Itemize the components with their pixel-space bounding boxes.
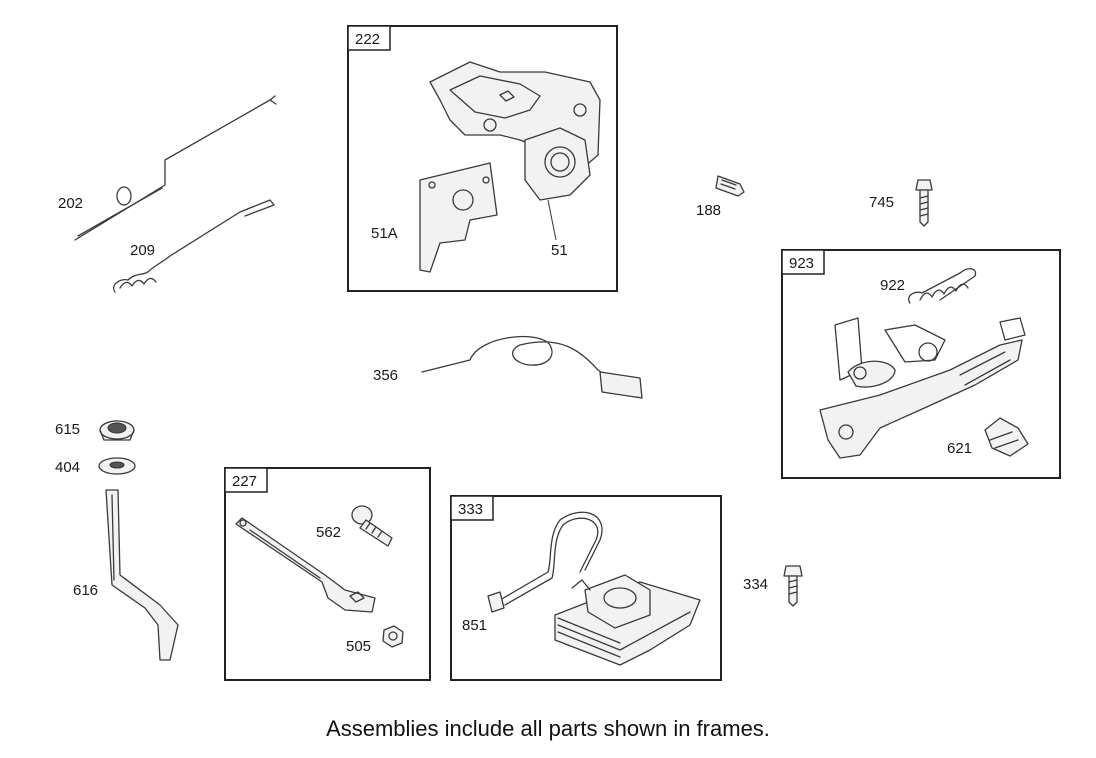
label-404: 404: [55, 459, 80, 476]
footer-note: Assemblies include all parts shown in fr…: [326, 716, 770, 741]
spring-922: [908, 268, 977, 304]
label-51a: 51A: [371, 225, 398, 242]
frame-333: 333 851: [450, 495, 722, 681]
label-851: 851: [462, 617, 487, 634]
label-209: 209: [130, 242, 155, 259]
frame-222: 222 51A 51: [347, 25, 618, 292]
nut-505: [382, 625, 404, 648]
ignition-armature: [487, 511, 701, 666]
bolt-334: 334: [743, 565, 803, 607]
label-334: 334: [743, 576, 768, 593]
label-505: 505: [346, 638, 371, 655]
bracket-part: [429, 61, 601, 201]
nut-615: 615: [55, 420, 135, 441]
frame-227: 227 562 505: [224, 467, 431, 681]
frame-222-tag: 222: [355, 31, 380, 48]
throttle-plate: [235, 517, 376, 613]
ground-wire-356: 356: [373, 335, 643, 399]
frame-923-tag: 923: [789, 255, 814, 272]
frame-923: 923 922 621: [781, 249, 1061, 479]
frame-333-tag: 333: [458, 501, 483, 518]
label-51: 51: [551, 242, 568, 259]
label-188: 188: [696, 202, 721, 219]
label-745: 745: [869, 194, 894, 211]
spring-209: 209: [113, 199, 275, 293]
label-616: 616: [73, 582, 98, 599]
bolt-188: 188: [696, 175, 745, 219]
label-562: 562: [316, 524, 341, 541]
clip-621: [984, 417, 1029, 457]
screw-562: [351, 505, 393, 547]
label-356: 356: [373, 367, 398, 384]
label-615: 615: [55, 421, 80, 438]
washer-404: 404: [55, 457, 136, 476]
governor-bracket: [819, 317, 1026, 459]
label-922: 922: [880, 277, 905, 294]
link-rod-202: 202: [58, 95, 277, 241]
bolt-745: 745: [869, 179, 933, 227]
lever-616: 616: [73, 489, 179, 661]
label-621: 621: [947, 440, 972, 457]
frame-227-tag: 227: [232, 473, 257, 490]
label-202: 202: [58, 195, 83, 212]
gasket-51a: [419, 162, 498, 273]
